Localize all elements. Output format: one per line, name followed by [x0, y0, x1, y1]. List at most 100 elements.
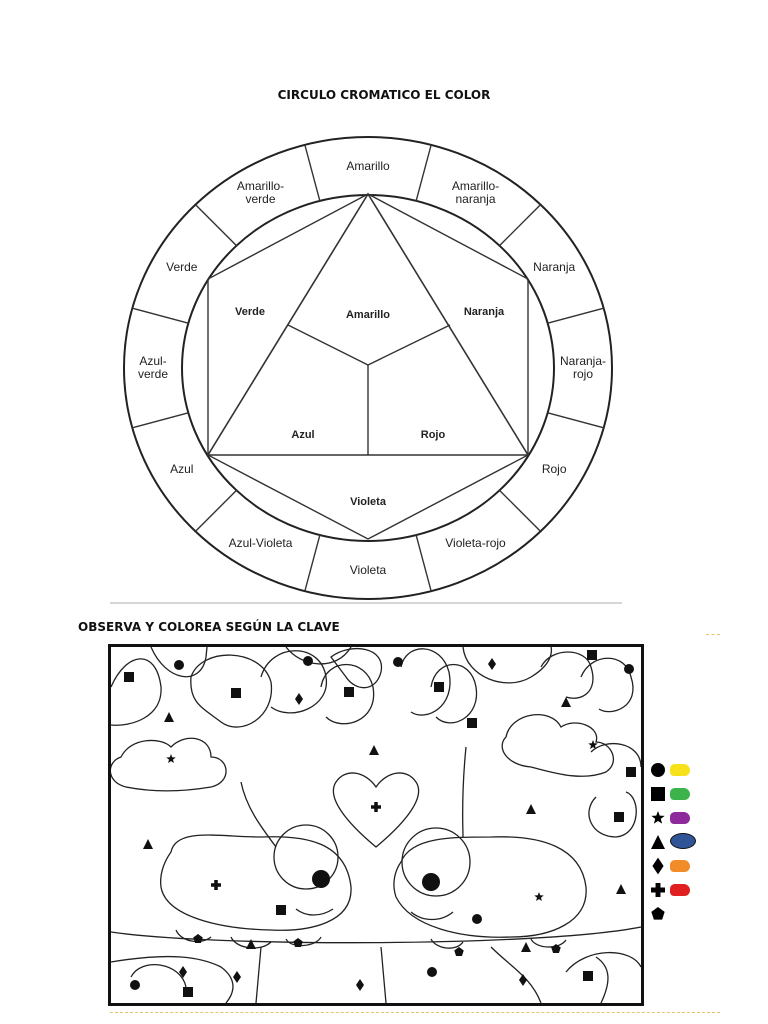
ring-label: Azul — [170, 462, 193, 476]
ring-divider — [132, 412, 189, 429]
diamond-icon — [519, 974, 527, 986]
circle-icon — [427, 967, 437, 977]
section-heading: OBSERVA Y COLOREA SEGÚN LA CLAVE — [78, 620, 340, 634]
ring-label: Naranja-rojo — [560, 354, 606, 381]
circle-icon — [651, 763, 665, 777]
circle-icon — [303, 656, 313, 666]
diamond-icon — [652, 857, 664, 875]
diamond-icon — [233, 971, 241, 983]
circle-icon — [651, 763, 665, 777]
triangle-icon — [143, 839, 153, 849]
circle-icon — [393, 657, 403, 667]
ring-divider — [547, 307, 604, 324]
legend-row — [648, 856, 708, 880]
diamond-icon — [488, 658, 496, 670]
ring-label: Violeta-rojo — [445, 536, 506, 550]
triangle-icon — [246, 939, 256, 949]
ring-divider — [547, 412, 604, 429]
inner-label-naranja: Naranja — [464, 306, 505, 318]
circle-icon — [624, 664, 634, 674]
secondary-hexagon — [207, 193, 529, 540]
color-key — [648, 760, 708, 928]
cross-icon — [211, 880, 221, 890]
pentagon-icon — [651, 907, 665, 920]
star-icon — [588, 740, 598, 750]
triangle-icon — [651, 835, 665, 849]
color-swatch — [670, 833, 696, 849]
triangle-icon — [369, 745, 379, 755]
inner-label-verde: Verde — [235, 306, 265, 318]
inner-label-amarillo: Amarillo — [346, 309, 390, 321]
cross-icon — [371, 802, 381, 812]
diamond-icon — [179, 966, 187, 978]
ring-divider — [194, 204, 237, 247]
color-swatch — [670, 884, 690, 896]
dashed-rule-top — [706, 634, 720, 635]
legend-row — [648, 880, 708, 904]
color-swatch — [670, 812, 690, 824]
ring-divider — [304, 144, 321, 202]
ring-divider — [194, 489, 237, 532]
legend-row — [648, 904, 708, 928]
square-icon — [587, 650, 597, 660]
square-icon — [651, 787, 665, 801]
pentagon-icon — [193, 934, 203, 944]
triangle-icon — [616, 884, 626, 894]
section-divider — [110, 602, 622, 604]
ring-divider — [415, 534, 432, 592]
square-icon — [651, 787, 665, 801]
ring-label: Azul-Violeta — [229, 536, 293, 550]
square-icon — [183, 987, 193, 997]
legend-row — [648, 832, 708, 856]
dashed-rule-bottom — [110, 1012, 720, 1013]
square-icon — [124, 672, 134, 682]
square-icon — [276, 905, 286, 915]
square-icon — [344, 687, 354, 697]
pentagon-icon — [551, 944, 561, 954]
star-icon — [166, 754, 176, 764]
ring-label: Amarillo — [346, 159, 390, 173]
legend-row — [648, 760, 708, 784]
star-icon — [534, 892, 544, 902]
square-icon — [231, 688, 241, 698]
triangle-icon — [521, 942, 531, 952]
inner-label-rojo: Rojo — [421, 429, 446, 441]
cross-icon — [651, 883, 665, 897]
ring-label: Azul-verde — [138, 354, 168, 381]
color-swatch — [670, 860, 690, 872]
ring-label: Naranja — [533, 260, 575, 274]
ring-divider — [132, 307, 189, 324]
inner-label-azul: Azul — [291, 429, 314, 441]
square-icon — [583, 971, 593, 981]
ring-label: Violeta — [350, 563, 387, 577]
star-icon — [651, 811, 665, 824]
circle-icon — [174, 660, 184, 670]
cross-icon — [651, 883, 665, 897]
triangle-icon — [526, 804, 536, 814]
square-icon — [626, 767, 636, 777]
square-icon — [614, 812, 624, 822]
color-wheel: AmarilloAmarillo-naranjaNaranjaNaranja-r… — [123, 136, 613, 600]
ring-label: Amarillo-naranja — [452, 179, 499, 206]
inner-label-violeta: Violeta — [350, 496, 387, 508]
legend-row — [648, 808, 708, 832]
pentagon-icon — [651, 907, 665, 920]
triangle-icon — [164, 712, 174, 722]
pentagon-icon — [454, 947, 464, 957]
pentagon-icon — [293, 938, 303, 948]
color-swatch — [670, 788, 690, 800]
ring-divider — [304, 534, 321, 592]
diamond-icon — [652, 857, 664, 875]
ring-divider — [499, 489, 542, 532]
ring-label: Rojo — [542, 462, 567, 476]
legend-row — [648, 784, 708, 808]
ring-divider — [499, 204, 542, 247]
color-swatch — [670, 764, 690, 776]
circle-icon — [130, 980, 140, 990]
square-icon — [434, 682, 444, 692]
ring-divider — [415, 144, 432, 202]
coloring-picture — [108, 644, 644, 1006]
diamond-icon — [356, 979, 364, 991]
triangle-icon — [561, 697, 571, 707]
triangle-icon — [651, 835, 665, 849]
